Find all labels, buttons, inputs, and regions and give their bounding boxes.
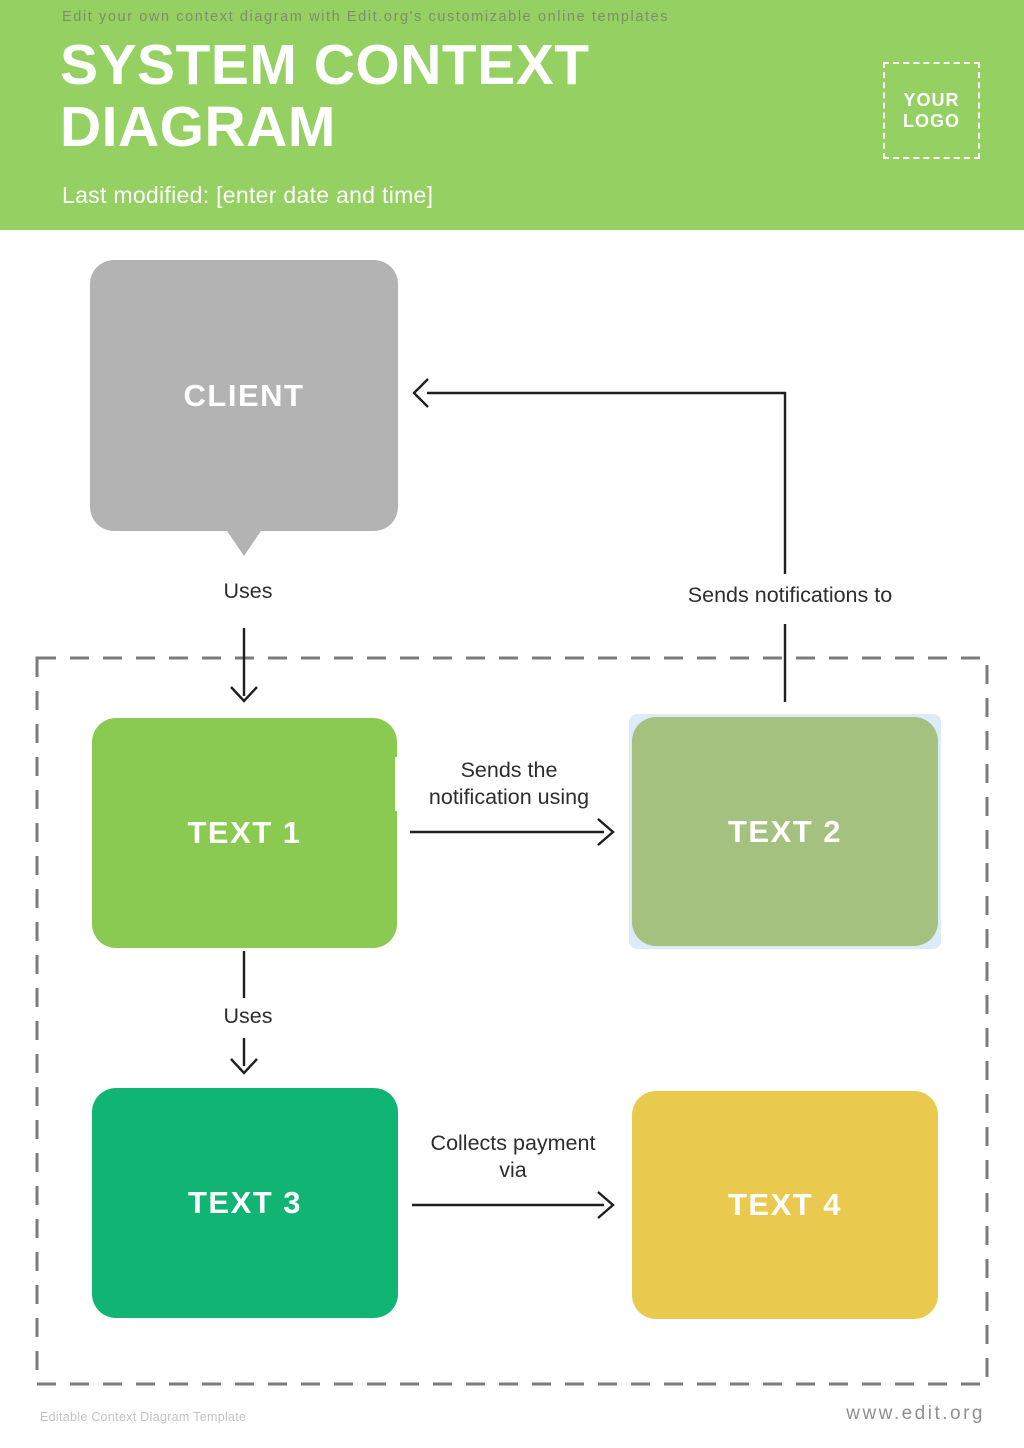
node-text1-label: TEXT 1 — [187, 815, 302, 850]
edge-label-collects-line1: Collects payment — [430, 1131, 596, 1155]
edge-label-uses-client[interactable]: Uses — [194, 578, 302, 605]
node-text3-label: TEXT 3 — [187, 1185, 303, 1220]
edge-label-collects-payment[interactable]: Collects payment via — [399, 1130, 627, 1184]
connector-text3-text4 — [412, 1191, 615, 1219]
connector-text1-text2 — [410, 818, 615, 846]
page-title[interactable]: SYSTEM CONTEXT DIAGRAM — [60, 34, 590, 158]
footer-website-url[interactable]: www.edit.org — [846, 1403, 985, 1424]
node-text3[interactable]: TEXT 3 — [92, 1088, 398, 1318]
edge-label-collects-line2: via — [499, 1158, 527, 1182]
node-client-label: CLIENT — [183, 377, 305, 413]
connector-text2-client — [412, 378, 787, 702]
page-title-line1: SYSTEM CONTEXT — [60, 33, 590, 97]
connector-client-text1 — [230, 628, 258, 703]
edge-label-sends-line2: notification using — [428, 785, 590, 809]
footer-template-name: Editable Context Diagram Template — [40, 1410, 247, 1424]
edge-label-sends-notification-using[interactable]: Sends the notification using — [395, 757, 623, 811]
node-text4-label: TEXT 4 — [727, 1187, 843, 1222]
logo-placeholder[interactable]: YOUR LOGO — [883, 62, 980, 159]
logo-line2: LOGO — [903, 110, 960, 131]
header-tagline: Edit your own context diagram with Edit.… — [62, 9, 670, 25]
node-text4[interactable]: TEXT 4 — [632, 1091, 938, 1319]
edge-label-sends-line1: Sends the — [460, 758, 558, 782]
node-text1[interactable]: TEXT 1 — [92, 718, 397, 948]
node-text2[interactable]: TEXT 2 — [632, 717, 938, 946]
logo-line1: YOUR — [903, 89, 960, 110]
client-bubble-tail — [225, 528, 263, 556]
node-client[interactable]: CLIENT — [90, 260, 398, 531]
edge-label-sends-notifications[interactable]: Sends notifications to — [666, 582, 914, 609]
node-text2-label: TEXT 2 — [727, 813, 843, 849]
last-modified-text[interactable]: Last modified: [enter date and time] — [62, 182, 434, 208]
page-title-line2: DIAGRAM — [60, 95, 336, 159]
edge-label-uses-text1[interactable]: Uses — [194, 1003, 302, 1030]
header-banner: Edit your own context diagram with Edit.… — [0, 0, 1024, 230]
